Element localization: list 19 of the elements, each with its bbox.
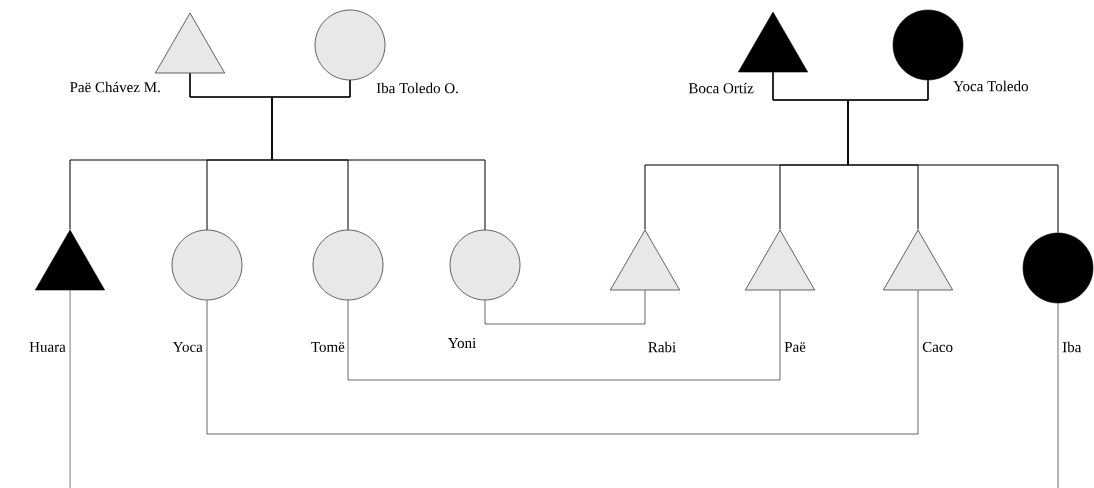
person-name: Caco (922, 341, 953, 353)
person-name: Iba (1062, 341, 1082, 353)
person-name: Rabi (648, 341, 676, 353)
kinship-line (271, 80, 486, 230)
person-name: Paë (784, 342, 806, 352)
kinship-line (206, 290, 919, 435)
person-name: Yoni (447, 337, 476, 349)
kinship-line (1057, 303, 1059, 488)
kinship-line (347, 290, 781, 381)
person-name: Paë Chávez M. (70, 81, 160, 93)
person-name: Tomë (311, 342, 345, 352)
person-name: Yoca Toledo (953, 80, 1028, 92)
kinship-line (847, 80, 1059, 233)
person-name: Iba Toledo O. (376, 82, 458, 94)
person-name: Huara (29, 342, 66, 352)
kinship-line (484, 290, 646, 325)
person-name: Boca Ortíz (688, 82, 754, 94)
person-name: Yoca (172, 342, 203, 352)
kinship-line (69, 290, 71, 488)
